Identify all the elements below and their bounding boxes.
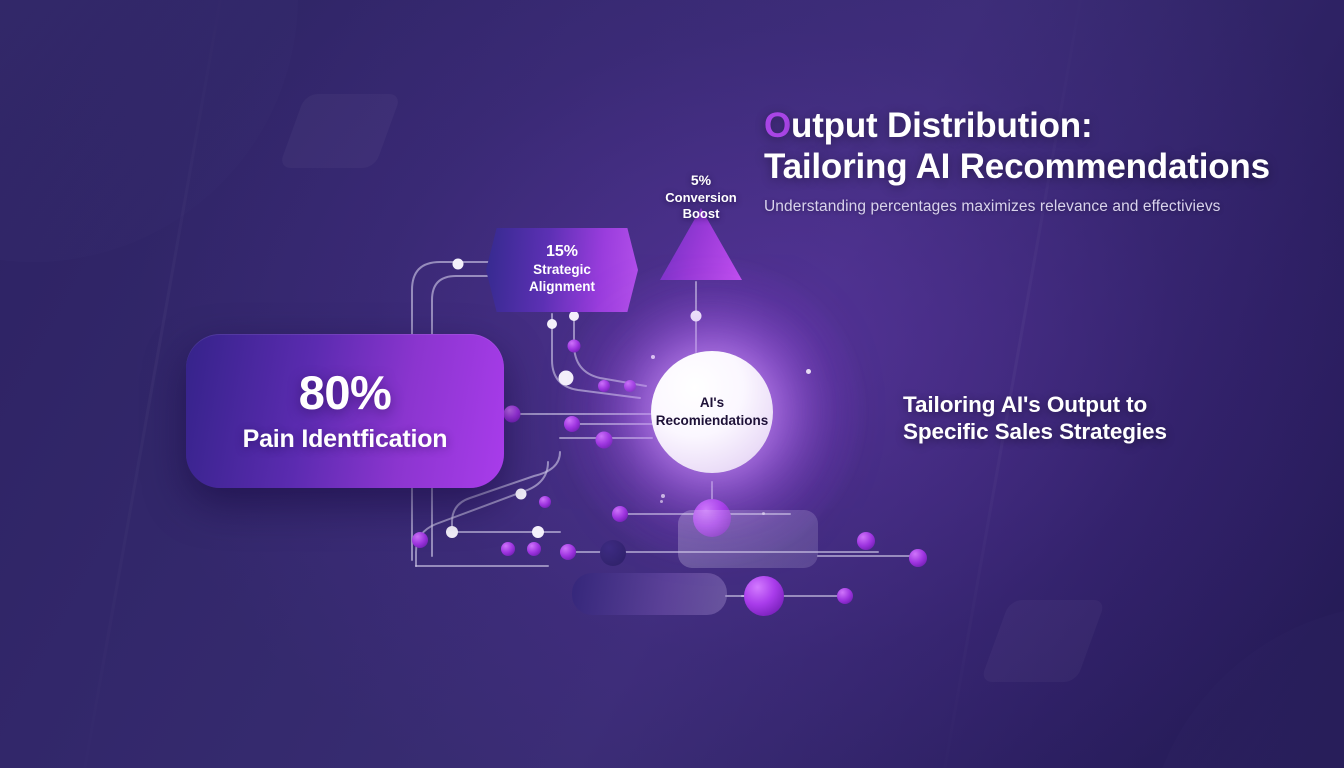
sparkle [651,355,655,359]
decorative-slab-upper [678,510,818,568]
segment-cone-label-group: 5% Conversion Boost [641,172,761,223]
sparkle [762,512,765,515]
side-note-line2: Specific Sales Strategies [903,418,1167,444]
segment-label-line2: Alignment [529,279,595,294]
side-note-block: Tailoring AI's Output to Specific Sales … [903,392,1233,446]
side-note-line1: Tailoring AI's Output to [903,392,1148,417]
segment-label-line1: Conversion [665,189,737,205]
header-block: Output Distribution: Tailoring AI Recomm… [764,106,1284,216]
sparkle [806,369,811,374]
page-title-line1: Output Distribution: [764,106,1284,147]
title-line1-rest: utput Distribution: [791,106,1093,145]
segment-percent: 5% [690,172,712,188]
sparkle [661,494,665,498]
segment-label-line1: Strategic [533,262,591,278]
segment-hexagon-strategic-alignment[interactable]: 15% Strategic Alignment [486,228,638,312]
core-label-line2: Recomiendations [655,413,769,428]
connector-node-white [446,258,702,538]
segment-label: Pain Identfication [242,424,448,453]
segment-label-line2: Boost [682,206,720,222]
segment-percent: 80% [298,365,392,419]
connector-node-purple [412,339,927,604]
segment-percent: 15% [545,243,579,261]
core-label-line1: AI's [699,394,725,410]
title-accent-letter: O [764,106,792,145]
segment-card-pain-identification[interactable]: 80% Pain Identfication [186,334,504,488]
decorative-dark-orb [600,540,626,566]
page-title-line2: Tailoring AI Recommendations [764,146,1270,186]
connector-orb-large [693,499,784,616]
core-node-ai-recommendations[interactable]: AI's Recomiendations [651,351,773,473]
page-subtitle: Understanding percentages maximizes rele… [764,198,1221,216]
sparkle [660,500,663,503]
decorative-slab-lower [572,573,727,615]
